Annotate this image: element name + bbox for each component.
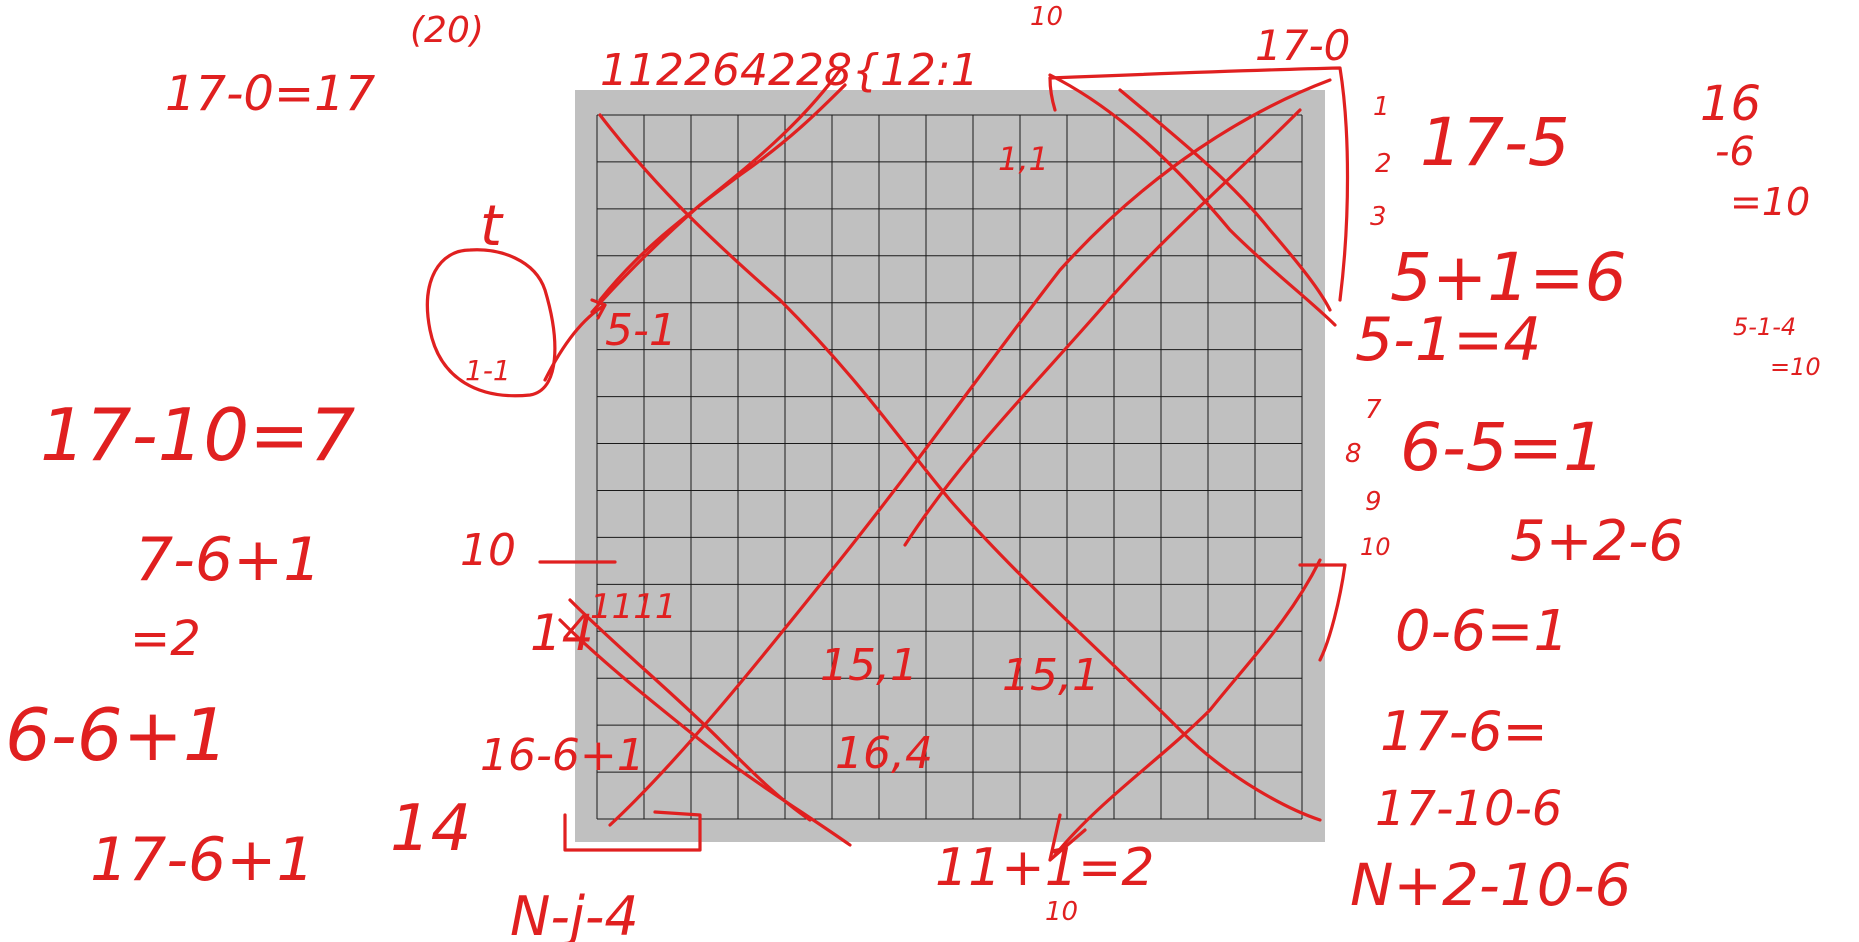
ink-annotations: (20) 17-0=17 112264228{12:1 10 17-0 t 1-… bbox=[5, 2, 1821, 942]
ink-diagonal-upper-left bbox=[590, 68, 842, 314]
annotation-left-eq4: 6-6+1 bbox=[5, 693, 229, 777]
annotation-left-eq3: =2 bbox=[130, 611, 201, 667]
ink-diagonal-upper-left-2 bbox=[598, 83, 847, 302]
annotation-col-2: 2 bbox=[1375, 149, 1392, 179]
annotation-col-7: 7 bbox=[1365, 395, 1382, 425]
annotation-top-left-eq: 17-0=17 bbox=[165, 66, 376, 122]
annotation-right-eq4: =10 bbox=[1730, 180, 1810, 224]
annotation-right-small2: =10 bbox=[1770, 353, 1821, 381]
annotation-right-eq3: -6 bbox=[1715, 129, 1755, 175]
ink-bottom-left-box bbox=[563, 810, 702, 852]
annotation-right-eq2: 16 bbox=[1700, 76, 1761, 132]
annotation-right-eq8: 5+2-6 bbox=[1510, 509, 1684, 574]
annotation-left-10: 10 bbox=[460, 525, 516, 576]
annotation-col-8: 8 bbox=[1345, 439, 1362, 469]
annotation-col-9: 9 bbox=[1365, 487, 1382, 517]
annotation-right-eq11: 17-10-6 bbox=[1375, 781, 1562, 837]
annotation-right-small: 5-1-4 bbox=[1733, 313, 1796, 341]
annotation-left-circle: 1-1 bbox=[465, 354, 511, 387]
annotation-left-51: 5-1 bbox=[605, 305, 677, 356]
annotation-left-n: N-j-4 bbox=[510, 885, 639, 942]
annotation-inner-11: 1,1 bbox=[998, 140, 1049, 178]
annotation-col-3: 3 bbox=[1370, 202, 1387, 232]
annotation-inner-164: 16,4 bbox=[835, 728, 933, 779]
annotation-right-eq1: 17-5 bbox=[1420, 104, 1570, 181]
ink-diagonal-main-desc bbox=[598, 113, 1322, 822]
annotation-right-eq5: 5+1=6 bbox=[1390, 239, 1627, 316]
ink-left-circle bbox=[425, 248, 557, 398]
annotation-inner-1111: 1111 bbox=[590, 587, 677, 627]
annotation-left-t: t bbox=[480, 194, 504, 259]
annotation-inner-151: 15,1 bbox=[820, 640, 918, 691]
ink-bracket-right bbox=[1048, 66, 1350, 302]
ink-strokes bbox=[425, 66, 1350, 862]
annotation-left-14b: 14 bbox=[390, 792, 471, 866]
annotation-bottom-eq: 11+1=2 bbox=[935, 838, 1154, 898]
annotation-right-eq10: 17-6= bbox=[1380, 700, 1548, 763]
annotation-left-14: 14 bbox=[530, 604, 594, 662]
annotation-right-eq9: 0-6=1 bbox=[1395, 599, 1569, 664]
ink-left-arrow bbox=[543, 298, 607, 382]
ink-diagonal-upper-right bbox=[1048, 73, 1337, 327]
annotation-bottom-10: 10 bbox=[1045, 897, 1078, 927]
annotation-top-numbers: 112264228{12:1 bbox=[600, 45, 979, 96]
annotation-right-eq7: 6-5=1 bbox=[1400, 409, 1605, 486]
annotation-left-eq2: 7-6+1 bbox=[135, 525, 321, 595]
ink-right-tick-10 bbox=[1298, 563, 1347, 662]
annotation-top-ten: 10 bbox=[1030, 2, 1063, 32]
annotation-left-eq5: 17-6+1 bbox=[90, 825, 315, 895]
ink-bracket-top bbox=[1048, 76, 1057, 112]
annotation-col-1: 1 bbox=[1373, 92, 1390, 122]
board-grid bbox=[596, 114, 1303, 820]
annotation-right-eq6: 5-1=4 bbox=[1355, 305, 1541, 375]
annotation-right-eq12: N+2-10-6 bbox=[1350, 851, 1631, 919]
ink-diagonal-lower-left-2 bbox=[568, 598, 812, 822]
annotation-left-eq1: 17-10=7 bbox=[40, 393, 356, 477]
ink-diagonal-lower-left bbox=[558, 618, 852, 847]
ink-diagonal-main-asc bbox=[608, 78, 1332, 827]
ink-diagonal-lower-right bbox=[1053, 558, 1322, 857]
game-board-background bbox=[575, 90, 1325, 842]
annotation-col-10: 10 bbox=[1360, 533, 1391, 561]
ink-diagonal-upper-right-2 bbox=[1118, 88, 1332, 312]
annotation-left-16: 16-6+1 bbox=[480, 730, 645, 781]
ink-bottom-arrow bbox=[1048, 813, 1087, 862]
annotation-top-right-17: 17-0 bbox=[1255, 21, 1350, 70]
annotation-inner-151b: 15,1 bbox=[1002, 650, 1100, 701]
annotation-top-paren: (20) bbox=[410, 10, 484, 51]
ink-diagonal-center-asc bbox=[903, 108, 1302, 547]
